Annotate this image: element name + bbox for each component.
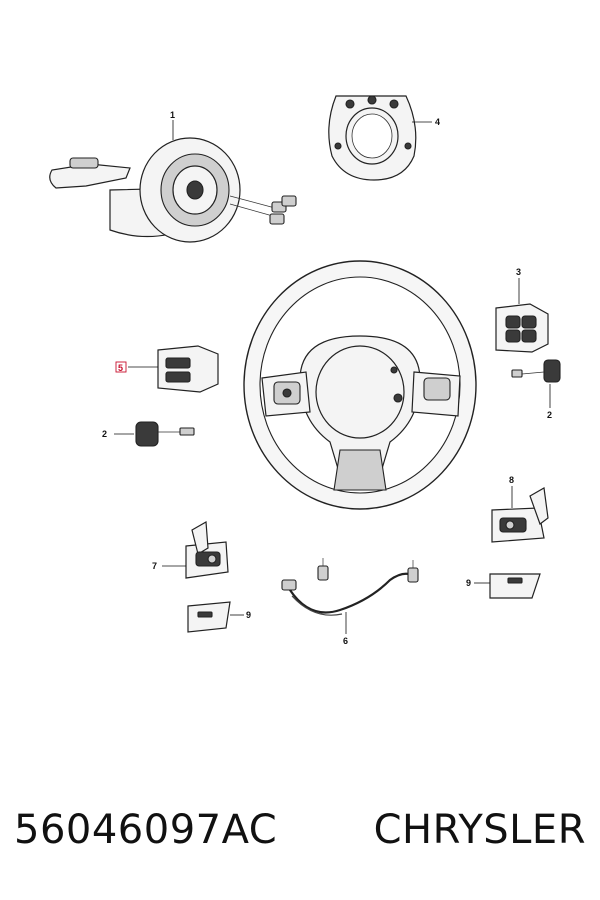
part-6-wire-harness[interactable] <box>281 558 419 616</box>
callout-2a: 2 <box>102 429 107 439</box>
footer: 56046097AC CHRYSLER <box>0 800 600 860</box>
part-7-left-bezel[interactable] <box>185 521 229 579</box>
callout-3: 3 <box>516 267 521 277</box>
part-2-left-connector[interactable] <box>135 421 195 447</box>
callout-4: 4 <box>435 117 440 127</box>
brand-name: CHRYSLER <box>373 807 586 853</box>
part-number: 56046097AC <box>14 807 278 853</box>
steering-wheel[interactable] <box>243 260 477 510</box>
part-5-left-switch[interactable] <box>157 345 219 393</box>
callout-9b: 9 <box>466 578 471 588</box>
callout-1: 1 <box>170 110 175 120</box>
part-9-left-cover[interactable] <box>187 601 231 633</box>
part-3-right-switch[interactable] <box>495 303 549 353</box>
callout-5[interactable]: 5 <box>118 363 123 373</box>
callout-2b: 2 <box>547 410 552 420</box>
part-8-right-bezel[interactable] <box>491 487 549 543</box>
part-2-right-connector[interactable] <box>511 359 561 383</box>
part-4-bracket[interactable] <box>328 95 417 181</box>
callout-8: 8 <box>509 475 514 485</box>
callout-9a: 9 <box>246 610 251 620</box>
part-9-right-cover[interactable] <box>489 573 541 599</box>
parts-diagram: 1 4 3 <box>49 95 561 646</box>
callout-5-highlight <box>115 361 127 373</box>
callout-6: 6 <box>343 636 348 646</box>
part-1-clockspring[interactable] <box>49 137 297 243</box>
callout-7: 7 <box>152 561 157 571</box>
